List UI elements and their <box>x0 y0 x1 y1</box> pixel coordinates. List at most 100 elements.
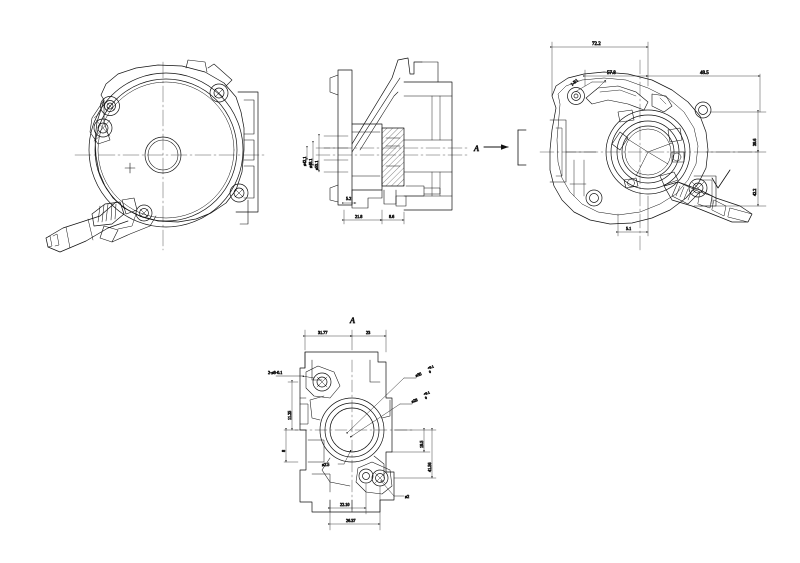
front-connector-pins <box>97 203 117 223</box>
rear-boss-left-bottom <box>585 189 603 207</box>
front-hub-inner <box>147 139 179 171</box>
rear-dim-51: 5.1 <box>626 226 631 231</box>
section-dim-d48: ø48.1 <box>308 159 313 168</box>
rear-connector-pins <box>675 185 693 201</box>
view-front <box>45 59 266 253</box>
rear-cable-end <box>727 207 753 223</box>
front-centerlines <box>74 61 266 251</box>
rear-pocket-hole-2 <box>627 179 635 187</box>
viewa-callout-d2: ø2 <box>405 494 409 499</box>
rear-body-inner <box>556 77 699 216</box>
section-lower-boss <box>383 189 397 205</box>
view-rear: 72.2 57.8 48.5 1-R1 39.6 42.2 5.1 <box>539 41 767 251</box>
viewa-callout-2d8: 2-ø8-0.1 <box>268 370 282 375</box>
front-flange-slot-1 <box>243 99 255 135</box>
front-top-tab-2 <box>207 63 233 87</box>
rear-left-ribs <box>573 159 585 197</box>
rear-bore-ring-outer <box>605 109 691 195</box>
front-left-lug <box>89 99 111 145</box>
viewa-dim-bottom <box>328 483 381 531</box>
front-connector-shell <box>91 201 125 227</box>
rear-pocket-hole-1 <box>672 152 682 162</box>
rear-centerlines <box>539 59 761 251</box>
viewa-callout-d35-text: ø35 <box>415 371 423 378</box>
viewa-bore-inner <box>329 407 375 453</box>
front-flange-slot-3 <box>243 165 255 199</box>
rear-dim-422: 42.2 <box>752 189 757 196</box>
section-arrow-label: A <box>473 144 479 153</box>
section-lower-step <box>351 189 383 209</box>
section-rib-inner <box>351 77 401 153</box>
front-connector-tab <box>99 225 119 243</box>
rear-boss-left-top <box>567 87 585 105</box>
section-arrow-A: A <box>473 129 527 166</box>
viewa-dim-23: 23 <box>366 330 370 335</box>
rear-dim-578: 57.8 <box>607 71 616 76</box>
section-mid-body <box>351 123 383 191</box>
rear-dim-top <box>550 41 761 113</box>
section-barrel <box>403 81 453 211</box>
rear-bore-vanes <box>625 137 673 177</box>
section-rib-top <box>351 57 423 145</box>
viewa-boss-mid-right <box>358 468 374 484</box>
section-barrel-top-tab <box>421 61 439 83</box>
front-right-flange <box>235 91 259 213</box>
rear-dim-right <box>699 110 767 207</box>
rear-top-boss <box>651 93 673 113</box>
viewa-slot-left <box>299 403 309 425</box>
rear-dim-485: 48.5 <box>700 71 709 76</box>
viewa-callout-d35-tol-lower: 0 <box>428 370 431 374</box>
section-lower-nut <box>395 195 407 207</box>
section-left-plate <box>337 69 353 206</box>
viewa-dim-top <box>303 329 387 353</box>
front-flange-foot <box>239 199 249 225</box>
rear-connector-cap <box>697 191 713 209</box>
view-a-title: A <box>349 316 355 325</box>
viewa-bore-outer <box>319 397 385 463</box>
finish-mark-check <box>711 169 731 189</box>
view-a: A <box>268 316 437 531</box>
viewa-dim-3177: 31.77 <box>318 330 327 335</box>
front-bracket-edge <box>111 215 157 243</box>
front-cover-lip <box>97 81 235 219</box>
viewa-bore-flank-right <box>381 399 391 419</box>
rear-boss-right-lower <box>688 178 708 198</box>
rear-bore-ring-2 <box>610 114 686 190</box>
viewa-pocket-left <box>307 439 325 463</box>
rear-top-rib <box>585 85 649 111</box>
rear-ring-pockets <box>611 109 685 189</box>
front-top-tab <box>185 59 208 73</box>
front-flange-slot-2 <box>243 139 255 161</box>
viewa-lug-top-left <box>305 365 341 399</box>
rear-left-window <box>549 119 567 183</box>
viewa-dim-195: 19.5 <box>419 441 424 448</box>
rear-body-outline <box>549 71 709 225</box>
section-dim-52: 5.2 <box>346 196 351 201</box>
viewa-callout-d25-leader <box>337 449 352 465</box>
section-dim-vertical <box>306 134 349 173</box>
front-cross-mark <box>124 162 136 174</box>
section-barrel-ribs <box>431 95 441 197</box>
viewa-boss-top-left <box>312 372 332 392</box>
rear-connector-lock <box>711 199 727 217</box>
front-cover-inner <box>94 78 238 222</box>
front-boss-top-right <box>209 83 229 103</box>
viewa-callout-d28-tol-upper: +0.1 <box>423 390 430 396</box>
section-left-ear <box>329 74 339 96</box>
rear-connector-assembly <box>663 181 753 223</box>
viewa-bore-flank-left <box>309 395 325 421</box>
viewa-callout-d35-tol-upper: +0.1 <box>427 364 434 370</box>
front-cover-outer <box>88 72 244 228</box>
viewa-callout-holes <box>275 375 315 379</box>
viewa-bore-callout-leaders <box>345 377 417 438</box>
front-connector-assembly <box>45 197 157 253</box>
front-boss-top-left <box>100 96 120 116</box>
rear-dim-bottom <box>616 195 649 237</box>
viewa-dim-4156: 41.56 <box>427 463 432 472</box>
rear-bore-ring-5 <box>624 128 672 176</box>
rear-dim-leader-r1 <box>574 79 607 93</box>
viewa-callout-d28: ø28 +0.1 0 <box>410 390 431 404</box>
section-dim-86: 8.6 <box>389 214 394 219</box>
